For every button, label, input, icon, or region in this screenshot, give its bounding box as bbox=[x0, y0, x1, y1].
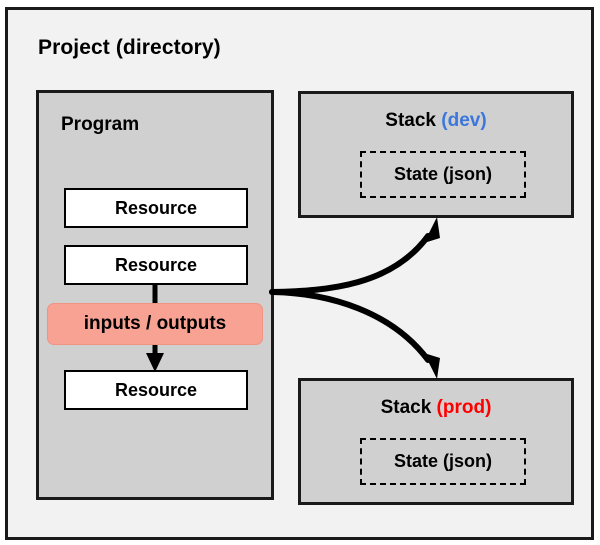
resource-box-1: Resource bbox=[64, 188, 248, 228]
program-title: Program bbox=[61, 114, 140, 135]
resource-label: Resource bbox=[114, 197, 198, 218]
stack-box-prod: Stack (prod) State (json) bbox=[298, 378, 574, 505]
stack-prod-name: Stack bbox=[380, 397, 432, 418]
state-json-label: State (json) bbox=[393, 451, 492, 471]
stack-prod-title: Stack (prod) bbox=[301, 397, 571, 419]
state-json-box-prod: State (json) bbox=[360, 438, 526, 485]
stack-box-dev: Stack (dev) State (json) bbox=[298, 91, 574, 218]
state-json-box-dev: State (json) bbox=[360, 151, 526, 198]
stack-dev-title: Stack (dev) bbox=[301, 110, 571, 132]
stack-prod-env: (prod) bbox=[436, 397, 492, 418]
inputs-outputs-label: inputs / outputs bbox=[83, 313, 227, 334]
program-box: Program bbox=[36, 90, 274, 500]
project-title: Project (directory) bbox=[38, 36, 221, 59]
resource-box-2: Resource bbox=[64, 245, 248, 285]
resource-box-3: Resource bbox=[64, 370, 248, 410]
resource-label: Resource bbox=[114, 254, 198, 275]
state-json-label: State (json) bbox=[393, 164, 492, 184]
inputs-outputs-box: inputs / outputs bbox=[47, 303, 263, 345]
stack-dev-env: (dev) bbox=[441, 110, 487, 131]
stack-dev-name: Stack bbox=[385, 110, 436, 131]
resource-label: Resource bbox=[114, 379, 198, 400]
